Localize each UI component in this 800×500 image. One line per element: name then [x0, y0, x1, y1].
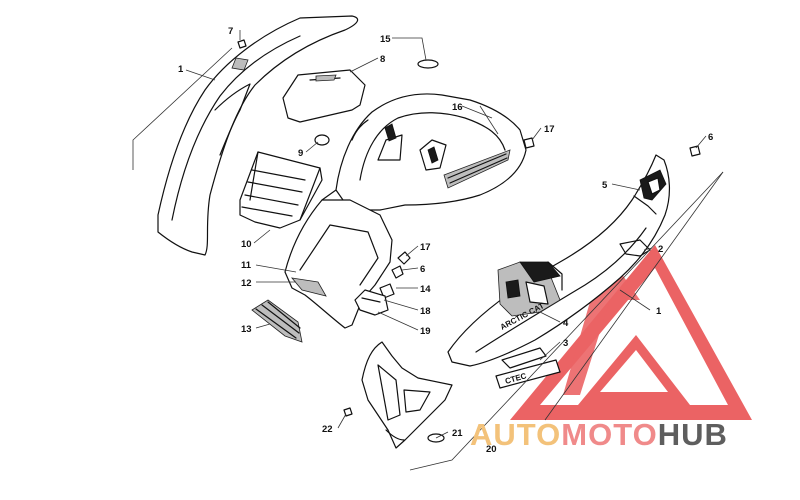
part-4-arctic-cat-decal	[497, 261, 563, 317]
watermark-triangle-left	[563, 250, 640, 395]
part-13-mesh-screen	[251, 299, 303, 343]
watermark-triangle-inner	[578, 335, 690, 405]
callout-13: 13	[241, 324, 252, 335]
watermark-word-auto-span: AUTO	[470, 417, 561, 452]
watermark-word-hub-span: HUB	[658, 417, 728, 452]
callout-7: 7	[228, 26, 233, 37]
callout-15: 15	[380, 34, 391, 45]
callout-21: 21	[452, 428, 463, 439]
watermark-logo	[510, 245, 752, 420]
hardware-fasteners	[354, 137, 535, 316]
callout-17-mid: 17	[420, 242, 431, 253]
callout-20: 20	[486, 444, 497, 455]
part-15-knob	[417, 59, 439, 69]
part-9-clip	[314, 134, 330, 146]
callout-5: 5	[602, 180, 608, 191]
part-8-windshield	[282, 69, 366, 123]
callout-19: 19	[420, 326, 431, 337]
callout-leaders	[185, 30, 707, 439]
callout-17-top: 17	[544, 124, 555, 135]
callout-16: 16	[452, 102, 463, 113]
callout-1-left: 1	[178, 64, 184, 75]
callout-2: 2	[658, 244, 663, 255]
part-20-lower-bumper	[361, 341, 453, 449]
callout-22: 22	[322, 424, 333, 435]
part-2-right-side-panel	[447, 154, 670, 369]
part-6-clip	[689, 145, 701, 157]
part-10-vent-grille	[239, 151, 323, 229]
watermark-triangle-outer	[510, 245, 752, 420]
callout-6-mid: 6	[420, 264, 425, 275]
watermark-word-auto: AUTOMOTOHUB	[470, 417, 728, 452]
callout-9: 9	[298, 148, 303, 159]
part-16-upper-hood	[335, 93, 527, 211]
callout-18: 18	[420, 306, 431, 317]
part-12-lower-grille	[291, 277, 327, 297]
callout-14: 14	[420, 284, 431, 295]
callout-6-right: 6	[708, 132, 713, 143]
callout-1-right: 1	[656, 306, 662, 317]
callout-4: 4	[563, 318, 569, 329]
part-3-model-decal	[495, 359, 561, 389]
part-7-screw	[237, 39, 247, 49]
callout-8: 8	[380, 54, 385, 65]
part-1-left-side-panel	[157, 15, 359, 256]
callout-10: 10	[241, 239, 252, 250]
part-5-upper-decal	[633, 169, 667, 215]
callout-3: 3	[563, 338, 568, 349]
callout-labels: 1 7 15 8 9 10 11 12 13 16 17 17 6 14 18 …	[178, 26, 713, 455]
callout-11: 11	[241, 260, 252, 271]
watermark-wordmark: AUTOMOTOHUB	[470, 417, 728, 452]
assembly-brackets	[132, 47, 724, 471]
callout-12: 12	[241, 278, 252, 289]
watermark-word-moto-span: MOTO	[561, 417, 657, 452]
